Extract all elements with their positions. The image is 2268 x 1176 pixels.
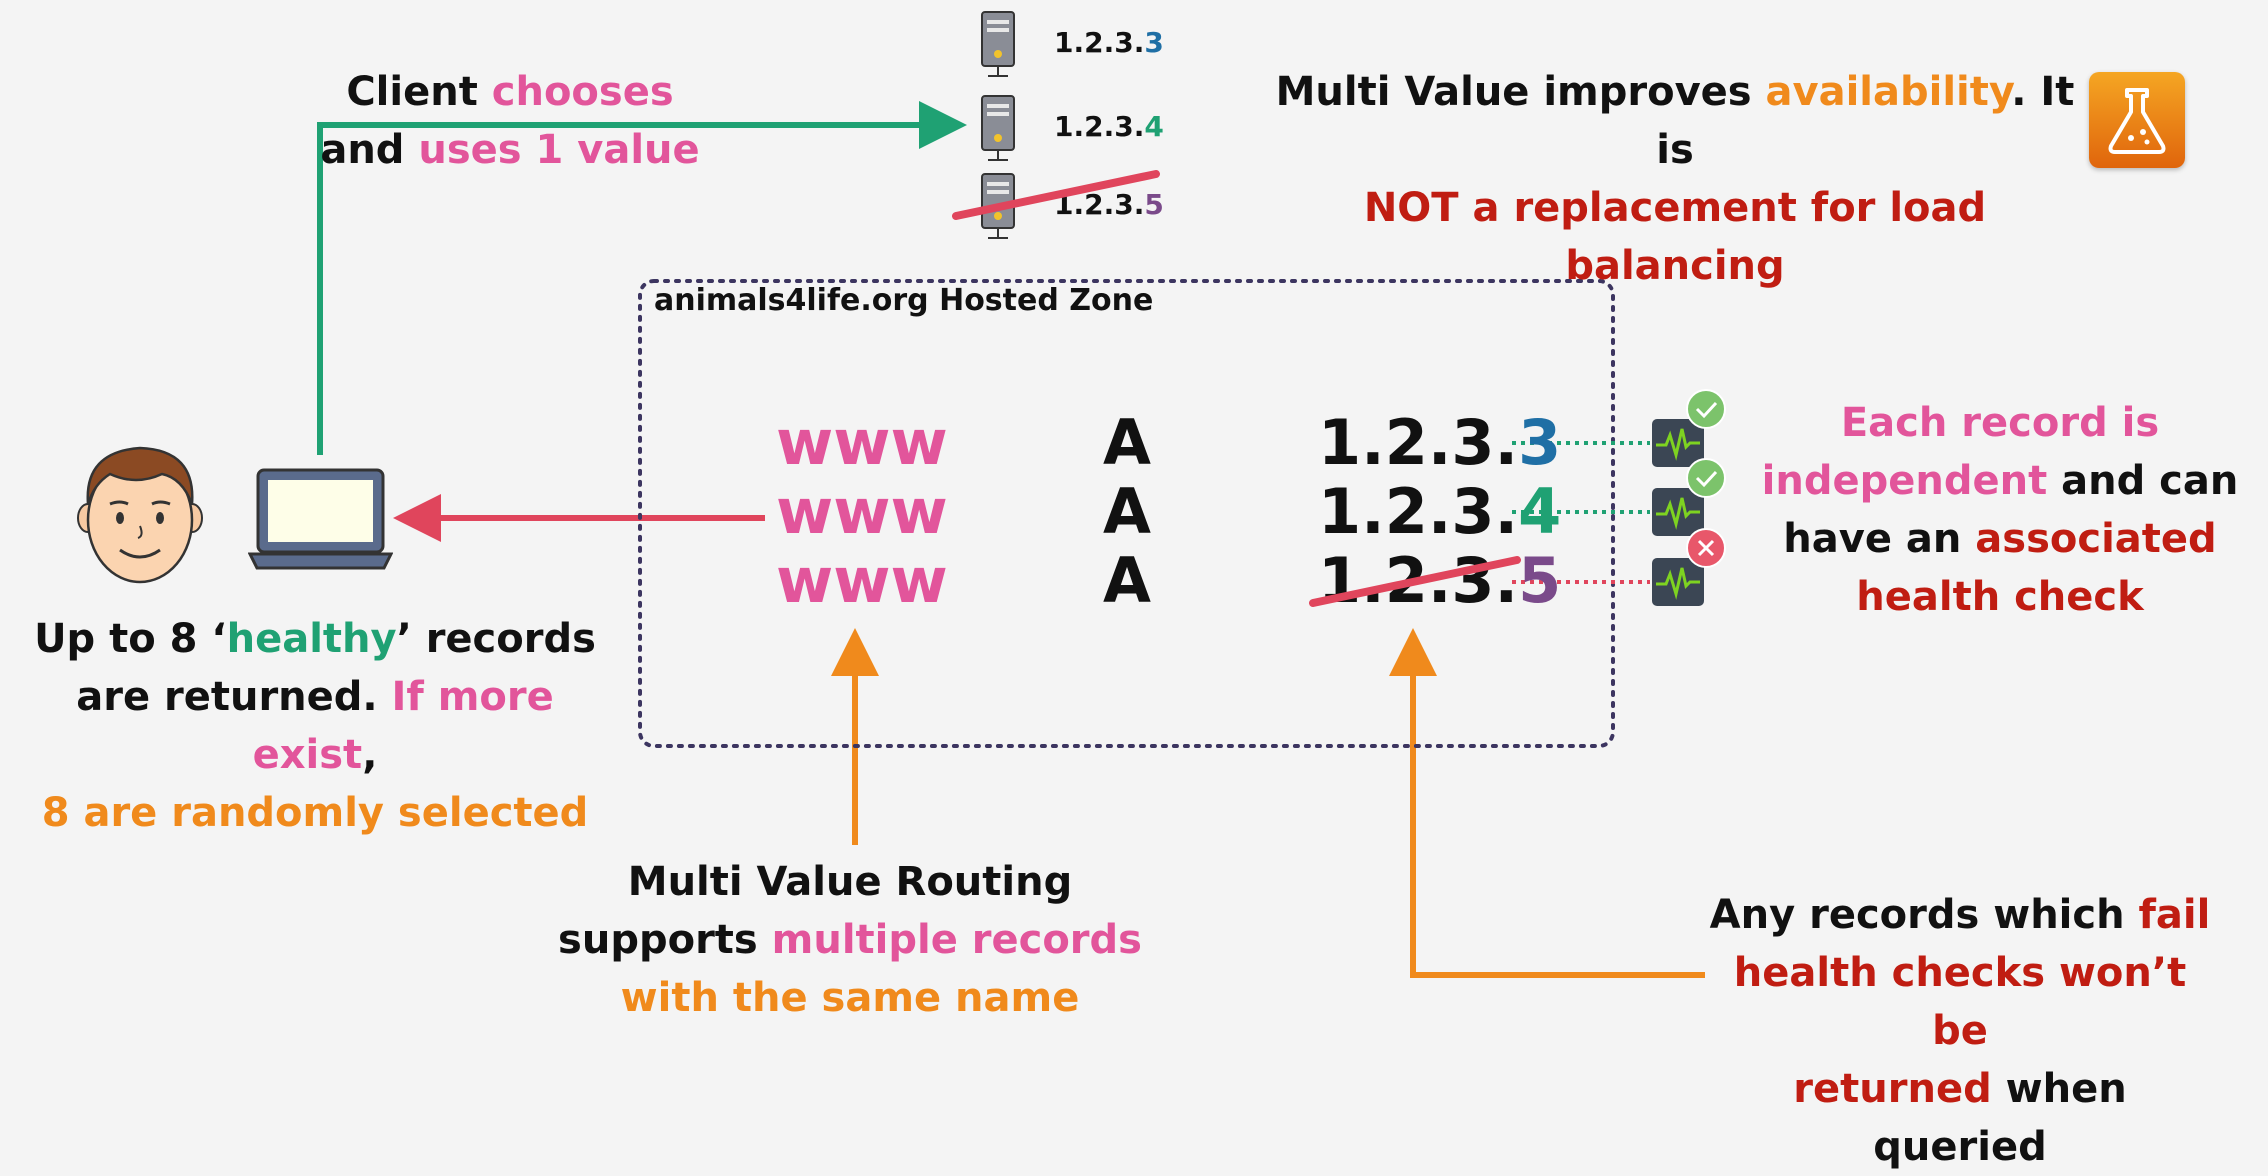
- record-type: A: [1103, 475, 1151, 548]
- client-choice-note: Client chooses and uses 1 value: [300, 63, 720, 179]
- client-choice-line2: and uses 1 value: [320, 127, 700, 173]
- health-check-icon: [1652, 458, 1726, 536]
- hosted-zone-border: [638, 279, 1615, 748]
- server-item-1: 1.2.3.3: [978, 10, 1228, 82]
- independent-record-note: Each record is independent and can have …: [1740, 394, 2260, 626]
- health-check-icons: [1652, 389, 1726, 606]
- server-ip-2: 1.2.3.4: [1054, 110, 1164, 143]
- health-check-failed-icon: [1652, 528, 1726, 606]
- availability-line1: Multi Value improves availability. It is: [1275, 69, 2075, 173]
- records-note-line3: 8 are randomly selected: [41, 790, 589, 836]
- record-name: www: [776, 406, 948, 479]
- health-check-icon: [1652, 389, 1726, 467]
- routing-note: Multi Value Routing supports multiple re…: [540, 853, 1160, 1027]
- record-type: A: [1103, 406, 1151, 479]
- failed-health-note: Any records which fail health checks won…: [1700, 886, 2220, 1176]
- client-to-server-arrow: [317, 101, 967, 455]
- routing-line2: supports multiple records: [558, 917, 1142, 963]
- record-name: www: [776, 475, 948, 548]
- routing-line1: Multi Value Routing: [627, 859, 1073, 905]
- failed-pointer-arrow: [1389, 628, 1705, 978]
- server-item-2: 1.2.3.4: [978, 94, 1228, 166]
- routing-line3: with the same name: [620, 975, 1080, 1021]
- availability-note: Multi Value improves availability. It is…: [1275, 63, 2075, 295]
- record-name: www: [776, 544, 948, 617]
- independent-line2: independent and can: [1761, 458, 2239, 504]
- server-item-3: 1.2.3.5: [952, 170, 1228, 244]
- server-icon: [981, 95, 1015, 161]
- strike-through-mark: [952, 170, 1160, 220]
- client-choice-line1: Client chooses: [346, 69, 674, 115]
- health-check-list: [1650, 385, 1730, 639]
- flask-icon: [2089, 72, 2185, 168]
- server-icon: [981, 11, 1015, 77]
- server-ip-3: 1.2.3.5: [1054, 188, 1164, 221]
- availability-line2: NOT a replacement for load balancing: [1363, 185, 1987, 289]
- record-value: 1.2.3.4: [1318, 475, 1562, 548]
- failed-line1: Any records which fail: [1709, 892, 2211, 938]
- hosted-zone-label: animals4life.org Hosted Zone: [654, 283, 1154, 318]
- records-note-line2: are returned. If more exist,: [76, 674, 554, 778]
- record-strike-mark: [1309, 556, 1521, 607]
- records-returned-note: Up to 8 ‘healthy’ records are returned. …: [10, 610, 620, 842]
- record-value: 1.2.3.3: [1318, 406, 1562, 479]
- laptop-icon: [248, 468, 393, 570]
- independent-line4: health check: [1856, 574, 2144, 620]
- user-avatar: [77, 446, 203, 584]
- failed-line2: health checks won’t be: [1733, 950, 2187, 1054]
- connector-layer: [317, 101, 1705, 978]
- record-type: A: [1103, 544, 1151, 617]
- independent-line1: Each record is: [1840, 400, 2160, 446]
- failed-line3: returned when queried: [1793, 1066, 2127, 1170]
- server-ip-1: 1.2.3.3: [1054, 26, 1164, 59]
- independent-line3: have an associated: [1783, 516, 2217, 562]
- records-note-line1: Up to 8 ‘healthy’ records: [34, 616, 596, 662]
